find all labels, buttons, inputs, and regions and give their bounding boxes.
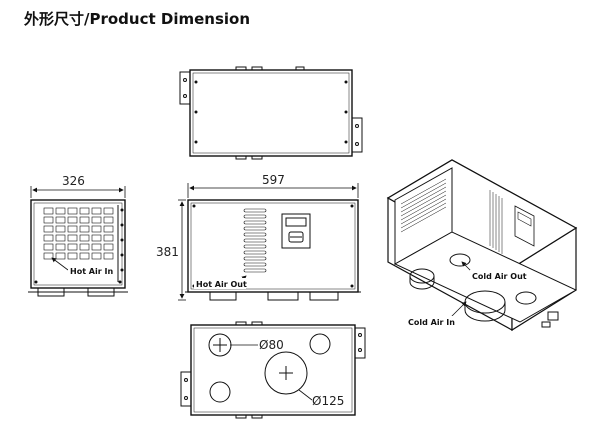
front-hot-air-out-callout: Hot Air Out (194, 275, 247, 289)
iso-cold-air-in-label: Cold Air In (408, 318, 455, 327)
iso-front-vents (489, 190, 503, 254)
front-view (185, 199, 361, 301)
side-hot-air-in-callout: Hot Air In (51, 257, 114, 276)
width-dimension-label: 326 (62, 174, 85, 188)
isometric-view (386, 159, 578, 332)
side-view (28, 199, 128, 297)
iso-cold-air-out-callout: Cold Air Out (461, 261, 527, 281)
front-hot-air-out-label: Hot Air Out (196, 280, 247, 289)
side-vent-grille (43, 207, 114, 260)
height-dimension-label: 381 (156, 245, 179, 259)
width-dimension-line (30, 186, 126, 198)
iso-cold-air-in-callout: Cold Air In (406, 301, 467, 327)
length-dimension-line (187, 183, 359, 198)
iso-cold-air-out-label: Cold Air Out (472, 272, 527, 281)
small-duct-label: Ø80 (259, 338, 284, 352)
top-view (179, 66, 363, 160)
page-title: 外形尺寸/Product Dimension (24, 10, 251, 28)
control-panel (281, 213, 311, 249)
iso-side-grille (400, 178, 447, 233)
front-vent-slots (243, 208, 267, 273)
length-dimension-label: 597 (262, 173, 285, 187)
large-duct-label: Ø125 (312, 394, 344, 408)
height-dimension-line (178, 199, 186, 301)
large-duct-callout (298, 389, 313, 401)
bottom-view (180, 321, 366, 419)
large-duct (264, 351, 308, 395)
side-hot-air-in-label: Hot Air In (70, 267, 113, 276)
